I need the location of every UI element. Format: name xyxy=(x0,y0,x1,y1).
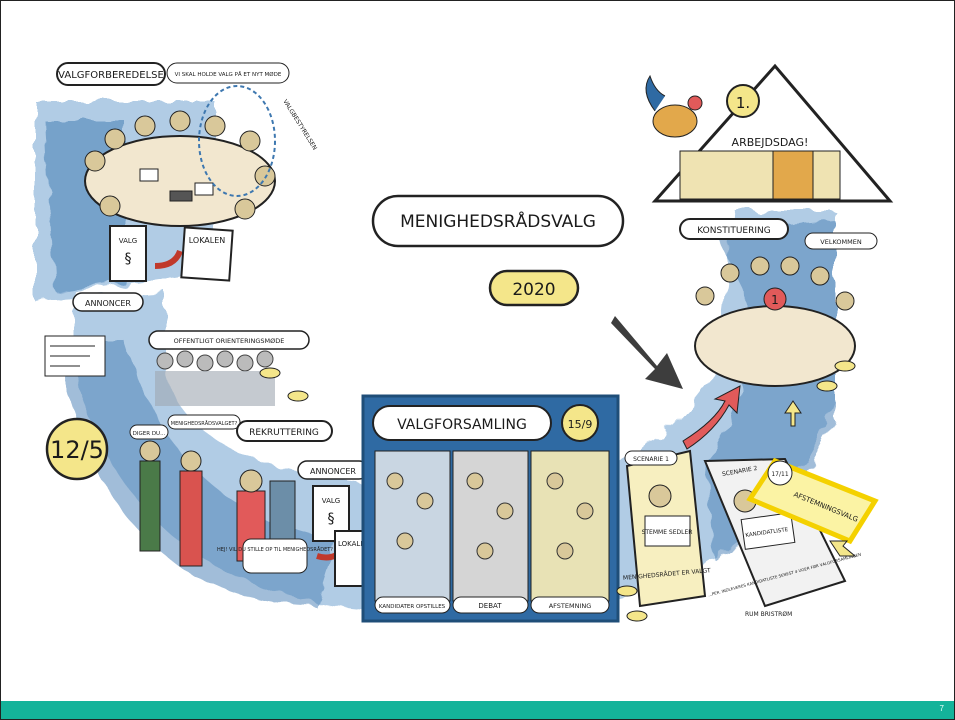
svg-text:MENIGHEDSRÅDSVALGET?: MENIGHEDSRÅDSVALGET? xyxy=(171,420,238,427)
svg-text:AFSTEMNING: AFSTEMNING xyxy=(549,602,592,610)
coffee-cups-2 xyxy=(616,585,648,622)
konst-label: KONSTITUERING xyxy=(679,218,789,240)
svg-text:ARBEJDSDAG!: ARBEJDSDAG! xyxy=(732,136,809,149)
page-number: 7 xyxy=(939,704,944,713)
local-newspaper-1: LOKALEN xyxy=(180,226,234,282)
prep-table-scene xyxy=(84,85,276,227)
workday-house: 1. ARBEJDSDAG! xyxy=(651,63,894,203)
svg-text:1.: 1. xyxy=(736,94,750,112)
assembly-box: VALGFORSAMLING 15/9 KANDIDATER OPSTILLES… xyxy=(361,394,620,623)
date-badge-12-5: 12/5 xyxy=(45,417,109,481)
svg-text:§: § xyxy=(125,251,132,267)
svg-text:VALGFORSAMLING: VALGFORSAMLING xyxy=(397,417,527,433)
coffee-cups-3 xyxy=(816,360,856,392)
svg-text:VALGFORBEREDELSE: VALGFORBEREDELSE xyxy=(58,70,164,81)
year-badge: 2020 xyxy=(488,269,580,307)
svg-text:HEJ! VIL DU STILLE OP TIL MENI: HEJ! VIL DU STILLE OP TIL MENIGHEDSRÅDET… xyxy=(217,546,333,553)
footer-bar: 7 xyxy=(1,701,954,719)
menighedsraadsvalg-illustration: VALGFORBEREDELSE VI SKAL HOLDE VALG PÅ E… xyxy=(35,62,894,623)
election-newspaper-1: VALG § xyxy=(109,225,147,282)
svg-text:17/11: 17/11 xyxy=(771,471,788,478)
svg-text:VALG: VALG xyxy=(119,237,137,245)
yellow-arrow-1 xyxy=(784,400,802,427)
svg-text:12/5: 12/5 xyxy=(50,436,104,464)
board-label: VALGBESTYRELSEN xyxy=(281,98,318,151)
svg-text:OFFENTLIGT ORIENTERINGSMØDE: OFFENTLIGT ORIENTERINGSMØDE xyxy=(174,337,285,345)
svg-text:VI SKAL HOLDE VALG PÅ ET NYT M: VI SKAL HOLDE VALG PÅ ET NYT MØDE xyxy=(175,71,282,78)
welcome-speech: VELKOMMEN xyxy=(804,232,878,250)
svg-text:MENIGHEDSRÅDSVALG: MENIGHEDSRÅDSVALG xyxy=(400,210,596,232)
svg-text:LOKALEN: LOKALEN xyxy=(338,540,370,548)
recruit-speech: HEJ! VIL DU STILLE OP TIL MENIGHEDSRÅDET… xyxy=(217,538,333,574)
prep-label: VALGFORBEREDELSE xyxy=(56,62,166,86)
dark-arrow xyxy=(611,316,683,389)
meeting-label: OFFENTLIGT ORIENTERINGSMØDE xyxy=(148,330,310,350)
paper-arrow-1 xyxy=(154,249,183,269)
people-walking xyxy=(139,440,203,567)
svg-text:KONSTITUERING: KONSTITUERING xyxy=(697,226,771,236)
svg-text:LOKALEN: LOKALEN xyxy=(189,236,226,245)
svg-text:1: 1 xyxy=(771,293,779,307)
artist-signature: RUM BRISTRØM xyxy=(745,611,792,618)
svg-text:REKRUTTERING: REKRUTTERING xyxy=(249,428,319,438)
svg-text:ANNONCER: ANNONCER xyxy=(310,467,356,476)
svg-text:15/9: 15/9 xyxy=(568,418,593,431)
svg-text:2020: 2020 xyxy=(512,280,555,300)
annoncer-label-1: ANNONCER xyxy=(72,292,144,312)
rooster xyxy=(645,74,703,138)
meeting-scene xyxy=(44,335,275,406)
svg-text:STEMME SEDLER: STEMME SEDLER xyxy=(642,529,693,536)
prep-speech: VI SKAL HOLDE VALG PÅ ET NYT MØDE xyxy=(166,62,290,84)
svg-text:SCENARIE 1: SCENARIE 1 xyxy=(633,456,669,463)
yellow-arrow-2 xyxy=(829,540,857,557)
scenario-1-card: SCENARIE 1 STEMME SEDLER MENIGHEDSRÅDET … xyxy=(623,449,711,608)
svg-text:VALG: VALG xyxy=(322,497,340,505)
annoncer-label-2: ANNONCER xyxy=(297,460,369,480)
konst-table-scene: 1 xyxy=(694,256,856,387)
coffee-cups-1 xyxy=(259,367,309,402)
svg-text:ANNONCER: ANNONCER xyxy=(85,299,131,308)
svg-text:KANDIDATER OPSTILLES: KANDIDATER OPSTILLES xyxy=(379,604,446,610)
svg-text:DIGER DU...: DIGER DU... xyxy=(133,431,166,437)
red-arrow xyxy=(682,385,741,450)
svg-text:§: § xyxy=(328,511,335,527)
recruit-label: REKRUTTERING xyxy=(236,420,333,442)
afstemningsvalg-card: 17/11 AFSTEMNINGSVALG xyxy=(746,457,879,545)
svg-text:VELKOMMEN: VELKOMMEN xyxy=(820,238,862,246)
title-bubble: MENIGHEDSRÅDSVALG xyxy=(371,194,625,248)
speech-bubbles-digger: DIGER DU... MENIGHEDSRÅDSVALGET? xyxy=(129,414,241,440)
svg-text:DEBAT: DEBAT xyxy=(478,602,502,610)
